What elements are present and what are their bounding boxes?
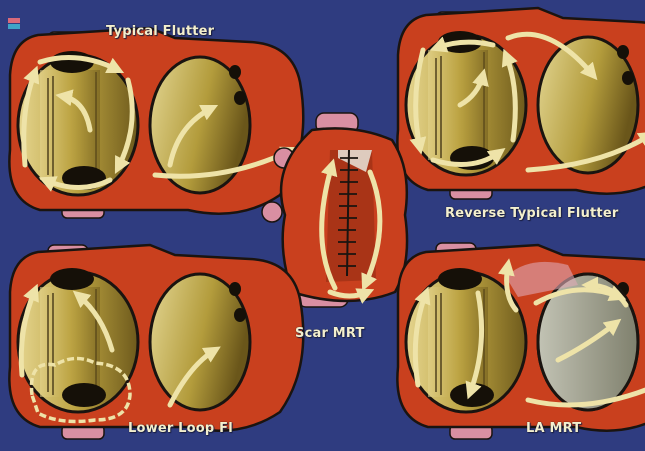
reverse-typical-flutter-panel	[397, 8, 645, 199]
corner-logo-icon	[8, 18, 20, 30]
label-reverse-typical-flutter: Reverse Typical Flutter	[445, 206, 618, 221]
label-la-mrt: LA MRT	[526, 421, 581, 436]
la-mrt-panel	[397, 243, 645, 439]
lower-loop-fl-panel	[9, 245, 303, 439]
label-typical-flutter: Typical Flutter	[106, 24, 214, 39]
label-lower-loop-fl: Lower Loop Fl	[128, 421, 233, 436]
label-scar-mrt: Scar MRT	[295, 326, 365, 341]
typical-flutter-panel	[9, 28, 303, 218]
